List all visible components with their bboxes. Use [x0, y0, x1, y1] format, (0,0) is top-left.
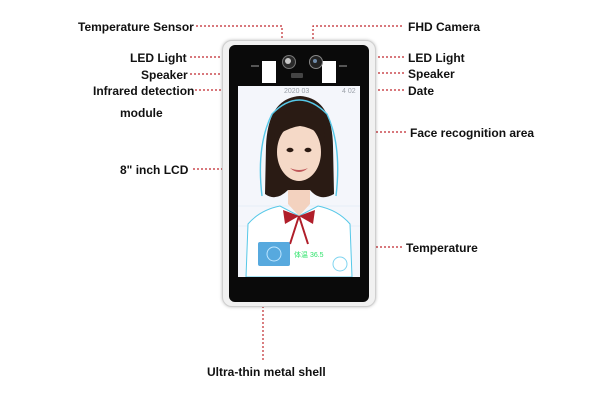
- label-speaker-right: Speaker: [408, 67, 455, 81]
- device-bezel: 2020 03 4 02 体温 36.5: [229, 45, 369, 302]
- led-light-right: [322, 61, 336, 83]
- label-lcd: 8" inch LCD: [120, 163, 189, 177]
- leader-fhd-camera: [312, 25, 402, 44]
- label-face-recognition-area: Face recognition area: [410, 126, 535, 140]
- temperature-readout: 体温 36.5: [294, 252, 324, 259]
- label-temperature-sensor: Temperature Sensor: [78, 20, 194, 34]
- screen-date: 2020 03: [284, 88, 310, 95]
- speaker-left: [251, 65, 259, 67]
- label-led-light-right: LED Light: [408, 51, 465, 65]
- label-date: Date: [408, 84, 435, 98]
- lcd-screen: 2020 03 4 02 体温 36.5: [238, 86, 360, 277]
- speaker-right: [339, 65, 347, 67]
- infrared-detection-module: [291, 73, 303, 78]
- temperature-sensor-lens: [285, 58, 291, 64]
- fhd-camera-lens: [313, 59, 317, 63]
- label-speaker-left: Speaker: [141, 68, 188, 82]
- device-body: 2020 03 4 02 体温 36.5: [222, 40, 376, 307]
- label-fhd-camera: FHD Camera: [408, 20, 481, 34]
- label-infrared-line2: module: [120, 106, 163, 120]
- label-infrared-line1: Infrared detection: [93, 84, 195, 98]
- leader-temperature-sensor: [196, 25, 283, 44]
- label-ultra-thin-metal-shell: Ultra-thin metal shell: [207, 365, 326, 379]
- label-temperature: Temperature: [406, 241, 478, 255]
- screen-time: 4 02: [342, 88, 356, 95]
- face-recognition-illustration: [238, 96, 360, 277]
- label-led-light-left: LED Light: [130, 51, 187, 65]
- led-light-left: [262, 61, 276, 83]
